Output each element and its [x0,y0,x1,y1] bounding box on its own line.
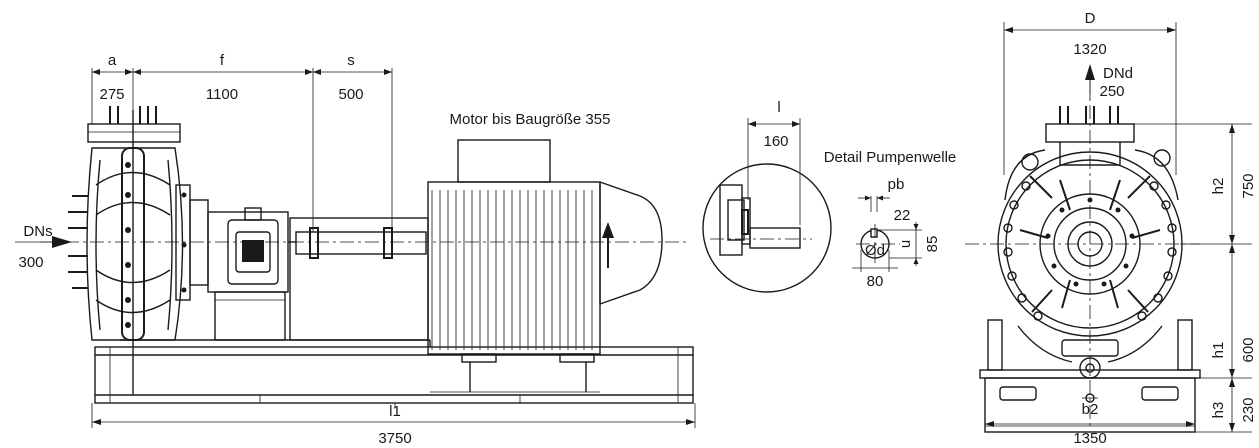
dim-h3-label: h3 [1210,402,1227,419]
front-base [979,319,1201,433]
discharge-label: DNd [1103,65,1133,82]
detail-title: Detail Pumpenwelle [824,149,957,166]
discharge-arrow-head [1085,64,1095,80]
detail-shaft [710,184,812,256]
dim-h1-value: 600 [1240,337,1257,362]
dim-h2-label: h2 [1210,178,1227,195]
dim-f-value: 1100 [206,86,238,103]
motor-size-label: Motor bis Baugröße 355 [450,111,611,128]
detail-view [702,118,832,293]
shaft-section: Detail Pumpenwelle pb 22 u 85 Ød 80 [824,149,957,290]
discharge-studs [109,106,157,124]
casing-bolts [125,162,187,328]
dim-a-label: a [108,52,117,69]
dim-l-label: l [777,99,780,116]
dim-D-label: D [1085,10,1096,27]
suction-studs [68,195,88,289]
dim-d-value: 80 [867,273,884,290]
front-discharge-studs [1059,106,1119,124]
dim-b2-value: 1350 [1073,430,1106,447]
side-view: a f s 275 1100 500 Motor bis Baugröße 35… [15,52,696,447]
suction-label: DNs [23,223,52,240]
suction-value: 300 [18,254,43,271]
motor [427,139,663,393]
pump-casing [68,106,209,395]
dim-h2-value: 750 [1240,173,1257,198]
dim-D-value: 1320 [1073,41,1106,58]
dim-lines-right [1134,123,1252,433]
dim-l1-line [91,403,696,428]
bearing-bracket [207,207,296,341]
rotation-arrow-head [602,222,614,238]
base-frame [94,339,694,404]
volute-bolt-holes [1003,181,1177,321]
dim-f-label: f [220,52,225,69]
dim-h3-value: 230 [1240,397,1257,422]
dim-l1-label: l1 [389,403,401,420]
dim-u-label: u [897,240,914,248]
dim-l1-value: 3750 [378,430,411,447]
dim-pb-label: pb [888,176,905,193]
dim-h1-label: h1 [1210,342,1227,359]
dim-b2-label: b2 [1082,401,1099,418]
dim-pb-value: 22 [894,207,911,224]
discharge-flange [1045,123,1135,143]
dim-s-value: 500 [338,86,363,103]
dim-b2-line [984,421,1195,432]
coupling-guard [289,217,429,341]
dim-s-label: s [347,52,355,69]
suction-arrow-head [52,236,72,248]
dim-lines-top [91,68,393,232]
volute-casing [997,142,1183,379]
dim-u-value: 85 [924,236,941,253]
dim-l-value: 160 [763,133,788,150]
dim-d-label: Ød [865,242,885,259]
front-view: D 1320 DNd 250 [965,10,1257,447]
motor-cooling-fins [431,190,593,350]
discharge-value: 250 [1099,83,1124,100]
inner-bolt-circle [1045,197,1135,287]
dim-a-value: 275 [99,86,124,103]
